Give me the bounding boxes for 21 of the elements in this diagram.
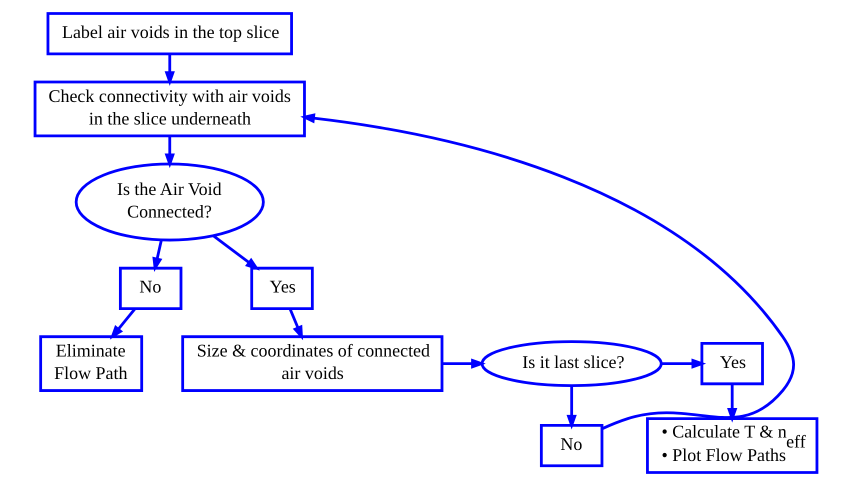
arrow [662, 358, 706, 368]
arrow [300, 112, 795, 430]
node-box: No [118, 266, 182, 310]
node-box: Eliminate Flow Path [39, 334, 144, 392]
arrow [288, 308, 304, 340]
arrow [727, 384, 738, 422]
node-ellipse: Is the Air Void Connected? [74, 162, 265, 241]
arrow [164, 54, 175, 86]
node-box: Label air voids in the top slice [46, 12, 293, 55]
node-box: Size & coordinates of connected air voids [181, 334, 444, 392]
node-box: No [540, 423, 604, 467]
node-box: Yes [700, 342, 764, 385]
node-box: Check connectivity with air voids in the slice underneath [34, 80, 306, 137]
arrow [164, 136, 175, 168]
arrow [566, 386, 577, 429]
arrow [110, 307, 136, 340]
arrow [212, 234, 260, 270]
node-box: Yes [250, 266, 314, 310]
arrow [442, 358, 486, 368]
node-ellipse: Is it last slice? [480, 340, 663, 387]
arrow [152, 239, 163, 272]
